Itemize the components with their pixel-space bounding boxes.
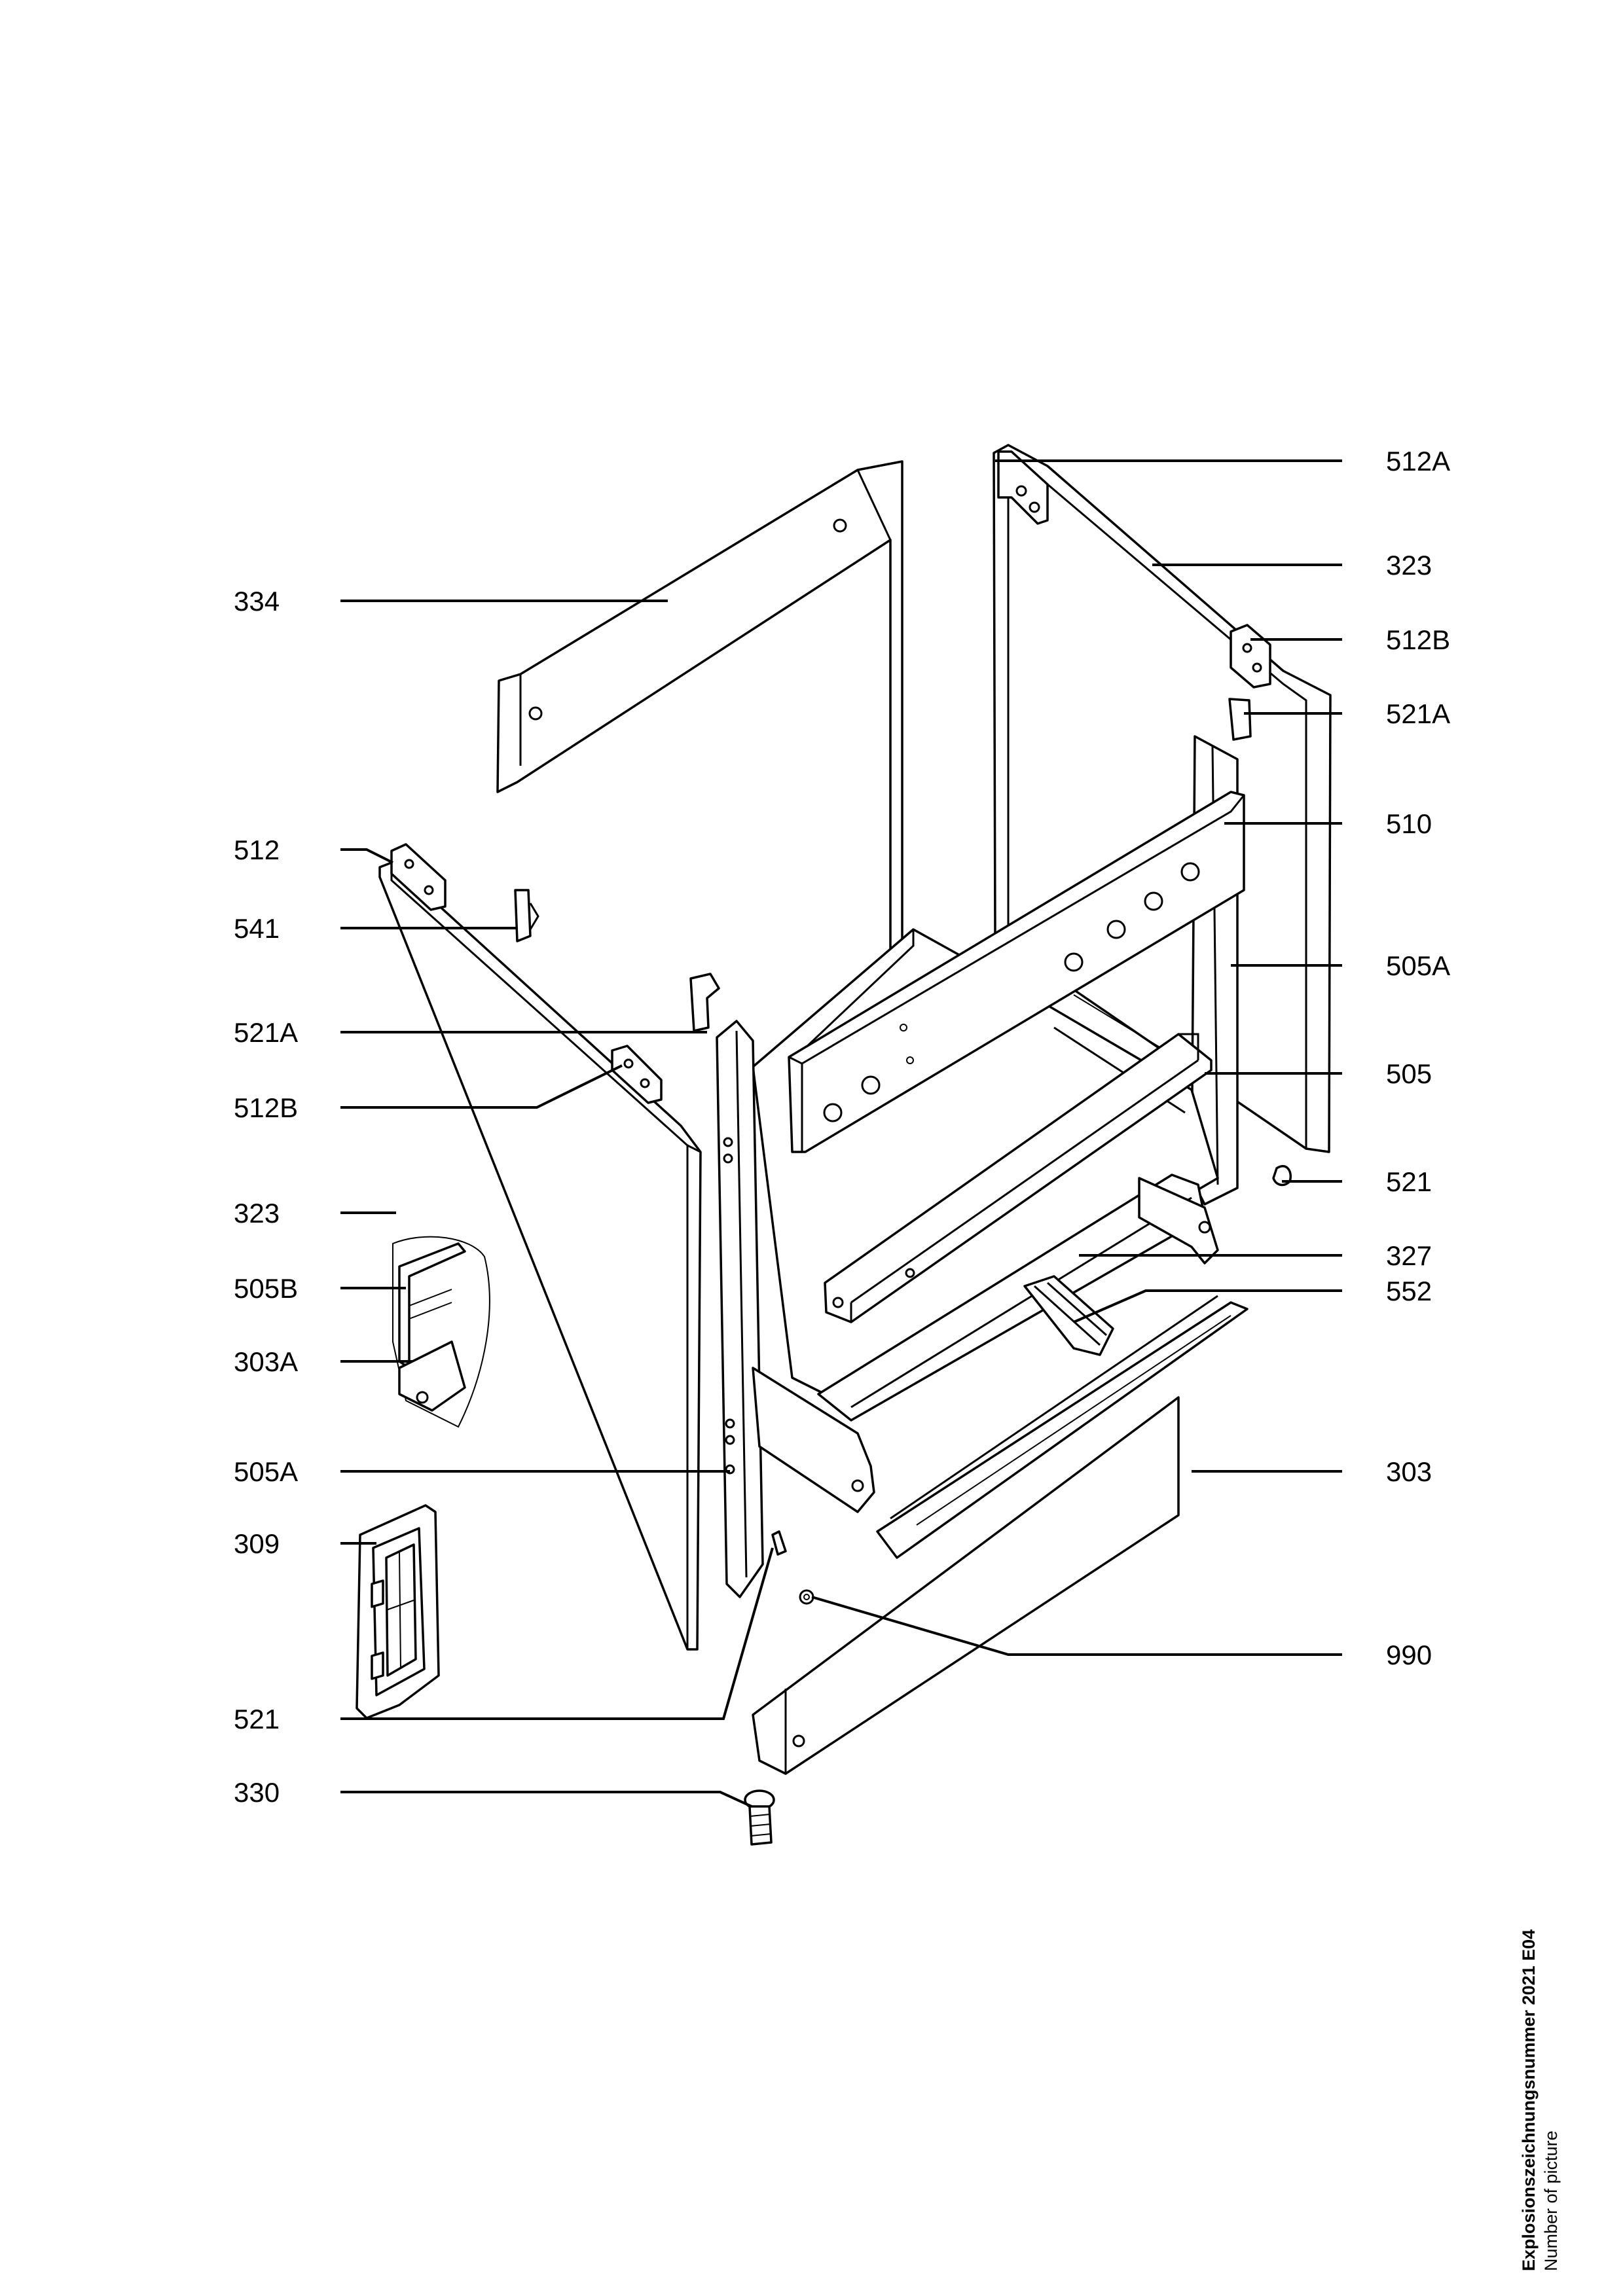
- callout-309: 309: [234, 1528, 280, 1559]
- callout-512b-left: 512B: [234, 1092, 298, 1123]
- callout-521-left: 521: [234, 1704, 280, 1734]
- part-kick-plate: [752, 1295, 1249, 1775]
- picture-label: Number of picture: [1541, 2130, 1561, 2271]
- part-screw-990: [799, 1589, 814, 1605]
- callout-510: 510: [1386, 808, 1432, 839]
- callout-505a-right: 505A: [1386, 950, 1450, 981]
- part-clip-521-left: [771, 1530, 787, 1556]
- callout-512b-right: 512B: [1386, 624, 1450, 655]
- part-left-rail: [716, 1020, 764, 1598]
- parts-drawing: [356, 444, 1332, 1846]
- part-latch-541: [514, 889, 539, 942]
- callout-521-right: 521: [1386, 1166, 1432, 1197]
- part-hinge-512a: [997, 450, 1049, 525]
- callout-303: 303: [1386, 1456, 1432, 1487]
- callout-327: 327: [1386, 1240, 1432, 1271]
- callout-505: 505: [1386, 1058, 1432, 1089]
- callout-521a-right: 521A: [1386, 698, 1450, 729]
- part-clip-521a-right: [1228, 698, 1252, 741]
- callout-330: 330: [234, 1777, 280, 1808]
- part-control-panel: [788, 791, 1245, 1153]
- callout-323-right: 323: [1386, 550, 1432, 581]
- callout-labels: 334 512 541 521A 512B 323 505B 303A 505A…: [234, 446, 1450, 1808]
- callout-512a: 512A: [1386, 446, 1450, 476]
- part-adjustable-foot: [744, 1789, 775, 1846]
- part-hinge-512-left: [390, 843, 447, 911]
- callout-334: 334: [234, 586, 280, 617]
- callout-990: 990: [1386, 1640, 1432, 1670]
- part-window-frame: [356, 1504, 440, 1719]
- callout-552: 552: [1386, 1276, 1432, 1306]
- part-clip-521a-left: [689, 973, 720, 1032]
- drawing-caption: Explosionszeichnungsnummer 2021 E04 Numb…: [1518, 1813, 1590, 2271]
- callout-505b: 505B: [234, 1273, 298, 1304]
- callout-323-left: 323: [234, 1198, 280, 1229]
- callout-521a-left: 521A: [234, 1017, 298, 1048]
- drawing-number: Explosionszeichnungsnummer 2021 E04: [1519, 1929, 1539, 2271]
- part-control-panel-knob-holes: [823, 862, 1200, 1122]
- part-slide-rail: [1023, 1275, 1114, 1356]
- part-front-crossbar: [824, 1033, 1213, 1323]
- callout-541: 541: [234, 913, 280, 944]
- callout-512: 512: [234, 834, 280, 865]
- part-right-bracket: [1138, 1177, 1219, 1265]
- part-bracket-505b-303a: [392, 1236, 490, 1428]
- part-side-bracket: [752, 1367, 875, 1513]
- callout-505a-left: 505A: [234, 1456, 298, 1487]
- callout-303a: 303A: [234, 1346, 298, 1377]
- leader-lines: [340, 459, 1342, 1808]
- part-rear-panel: [496, 460, 903, 950]
- part-lower-tray: [817, 1174, 1206, 1422]
